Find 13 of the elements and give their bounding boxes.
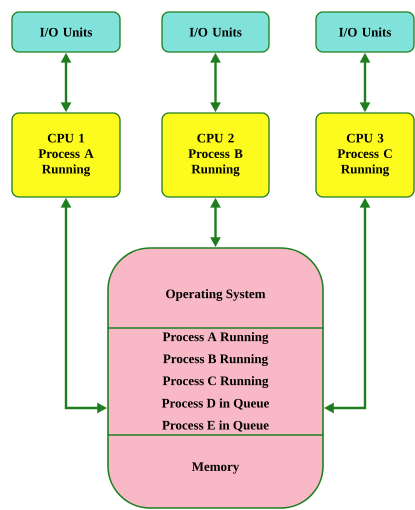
io-box: I/O Units bbox=[11, 11, 121, 53]
io-box: I/O Units bbox=[161, 11, 270, 53]
cpu-box: CPU 2 Process B Running bbox=[161, 112, 270, 198]
cpu-box: CPU 1 Process A Running bbox=[11, 112, 121, 198]
section-text: Process E in Queue bbox=[162, 420, 269, 432]
cpu-box: CPU 3 Process C Running bbox=[315, 112, 415, 198]
io-box: I/O Units bbox=[315, 11, 415, 53]
section-text: Process C Running bbox=[162, 376, 268, 388]
section-text: Operating System bbox=[166, 289, 266, 301]
section-text: Process A Running bbox=[162, 332, 268, 344]
section-text: Process D in Queue bbox=[162, 398, 269, 410]
section-text: Memory bbox=[192, 462, 240, 474]
section-text: Process B Running bbox=[163, 354, 268, 366]
